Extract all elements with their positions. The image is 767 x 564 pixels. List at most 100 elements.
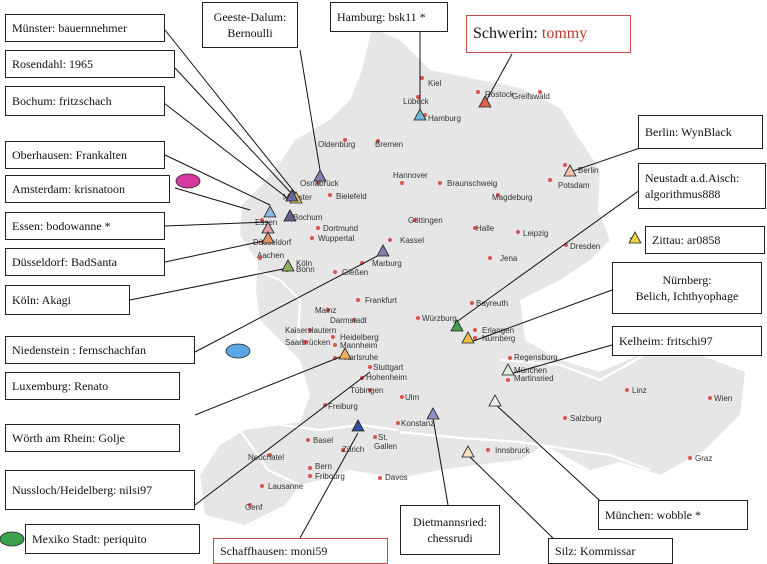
marker-triangle-rosendahl bbox=[285, 189, 299, 202]
city-label: Mainz bbox=[315, 306, 336, 315]
city-label: Tübingen bbox=[350, 386, 383, 395]
city-label: Frankfurt bbox=[365, 296, 398, 305]
city-label: Ulm bbox=[405, 393, 420, 402]
marker-triangle-hamburg bbox=[413, 108, 427, 121]
city-label: Mannheim bbox=[340, 341, 378, 350]
city-label: Freiburg bbox=[328, 402, 358, 411]
city-label: Graz bbox=[695, 454, 712, 463]
label-text: München: wobble * bbox=[605, 508, 701, 522]
marker-triangle-muenchen bbox=[488, 394, 502, 407]
city-label: Genf bbox=[245, 503, 263, 512]
city-label: Regensburg bbox=[514, 353, 558, 362]
marker-triangle-schaffhausen bbox=[351, 419, 365, 432]
city-label: Oldenburg bbox=[318, 140, 355, 149]
city-label: Lübeck bbox=[403, 97, 430, 106]
city-label: Aachen bbox=[257, 251, 284, 260]
city-label: Jena bbox=[500, 254, 518, 263]
city-label: Kiel bbox=[428, 79, 442, 88]
city-label: Bochum bbox=[293, 213, 323, 222]
city-label: Würzburg bbox=[422, 314, 457, 323]
label-box-essen: Essen: bodowanne * bbox=[5, 212, 165, 240]
label-text: Schaffhausen: moni59 bbox=[220, 544, 328, 558]
label-text: Nürnberg: bbox=[662, 273, 712, 287]
city-label: Nürnberg bbox=[482, 334, 515, 343]
label-box-duesseldorf: Düsseldorf: BadSanta bbox=[5, 248, 165, 276]
label-box-hamburg: Hamburg: bsk11 * bbox=[330, 2, 448, 32]
city-label: Konstanz bbox=[401, 419, 434, 428]
label-text: Oberhausen: Frankalten bbox=[12, 148, 127, 162]
label-text: Kelheim: fritschi97 bbox=[619, 334, 713, 348]
city-label: Bayreuth bbox=[476, 299, 508, 308]
city-label: Kaiserslautern bbox=[285, 326, 336, 335]
city-label: Dortmund bbox=[323, 224, 358, 233]
city-label: Hamburg bbox=[428, 114, 461, 123]
label-box-neustadt: Neustadt a.d.Aisch: algorithmus888 bbox=[638, 163, 766, 209]
participant-markers bbox=[261, 95, 642, 458]
label-text: Luxemburg: Renato bbox=[12, 379, 109, 393]
city-labels: Kiel Lübeck Rostock Greifswald Hamburg O… bbox=[245, 79, 732, 512]
label-text: Rosendahl: 1965 bbox=[12, 57, 93, 71]
city-label: Bonn bbox=[296, 265, 315, 274]
city-label: Gallen bbox=[374, 442, 397, 451]
marker-triangle-schwerin bbox=[478, 95, 492, 108]
city-label: Wuppertal bbox=[318, 234, 355, 243]
label-box-zittau: Zittau: ar0858 bbox=[645, 226, 765, 254]
callout-lines bbox=[129, 20, 641, 546]
city-label: Davos bbox=[385, 473, 408, 482]
label-box-woerth: Wörth am Rhein: Golje bbox=[5, 424, 180, 452]
city-label: Basel bbox=[313, 436, 333, 445]
city-label: Hannover bbox=[393, 171, 428, 180]
city-label: Greifswald bbox=[512, 92, 550, 101]
city-label: Potsdam bbox=[558, 181, 590, 190]
marker-triangle-geeste bbox=[313, 169, 327, 182]
label-box-nussloch: Nussloch/Heidelberg: nilsi97 bbox=[5, 470, 195, 510]
marker-triangle-duesseldorf bbox=[261, 231, 275, 244]
marker-triangle-niedenstein bbox=[376, 244, 390, 257]
city-label: Göttingen bbox=[408, 216, 443, 225]
label-box-schaffhausen: Schaffhausen: moni59 bbox=[213, 538, 388, 564]
city-label: Linz bbox=[632, 386, 647, 395]
label-text: Neustadt a.d.Aisch: bbox=[645, 171, 740, 185]
city-label: Braunschweig bbox=[447, 179, 497, 188]
label-text: Düsseldorf: BadSanta bbox=[12, 255, 117, 269]
label-box-berlin: Berlin: WynBlack bbox=[638, 115, 763, 149]
city-label: Hohenheim bbox=[366, 373, 407, 382]
label-box-nuernberg: Nürnberg: Belich, Ichthyophage bbox=[612, 262, 762, 314]
city-label: Martinsried bbox=[514, 374, 554, 383]
city-label: Marburg bbox=[372, 259, 402, 268]
city-label: Bielefeld bbox=[336, 192, 367, 201]
city-label: Kassel bbox=[400, 236, 424, 245]
label-box-muenster: Münster: bauernnehmer bbox=[5, 14, 165, 42]
city-label: Karlsruhe bbox=[344, 353, 379, 362]
label-text: Zittau: ar0858 bbox=[652, 233, 721, 247]
city-label: München bbox=[514, 366, 547, 375]
city-label: Berlin bbox=[578, 166, 598, 175]
label-text: Wörth am Rhein: Golje bbox=[12, 431, 125, 445]
city-label: Darmstadt bbox=[330, 316, 368, 325]
label-text-highlight: tommy bbox=[541, 25, 588, 42]
marker-ellipse-mexiko bbox=[0, 531, 25, 547]
label-text: Essen: bodowanne * bbox=[12, 219, 111, 233]
label-box-luxemburg: Luxemburg: Renato bbox=[5, 372, 180, 400]
label-text: Niedenstein : fernschachfan bbox=[12, 343, 146, 357]
label-box-kelheim: Kelheim: fritschi97 bbox=[612, 326, 762, 356]
label-text: Dietmannsried: bbox=[413, 515, 487, 529]
country-borders bbox=[239, 268, 651, 486]
city-label: Gießen bbox=[342, 268, 368, 277]
city-label: Bremen bbox=[375, 140, 403, 149]
label-text: Silz: Kommissar bbox=[555, 544, 636, 558]
city-label: Stuttgart bbox=[373, 363, 404, 372]
marker-triangle-dietmannsried bbox=[426, 407, 440, 420]
city-label: St. bbox=[378, 433, 388, 442]
label-box-dietmannsried: Dietmannsried: chessrudi bbox=[400, 505, 500, 555]
label-text: Berlin: WynBlack bbox=[645, 125, 732, 139]
city-label: Bern bbox=[315, 462, 332, 471]
label-box-bochum: Bochum: fritzschach bbox=[5, 86, 165, 116]
label-text: Geeste-Dalum: bbox=[213, 10, 287, 24]
marker-triangle-nuernberg bbox=[461, 331, 475, 344]
label-text: Bernoulli bbox=[227, 26, 273, 40]
marker-triangle-bochum bbox=[283, 209, 297, 222]
label-text: Münster: bauernnehmer bbox=[12, 21, 127, 35]
